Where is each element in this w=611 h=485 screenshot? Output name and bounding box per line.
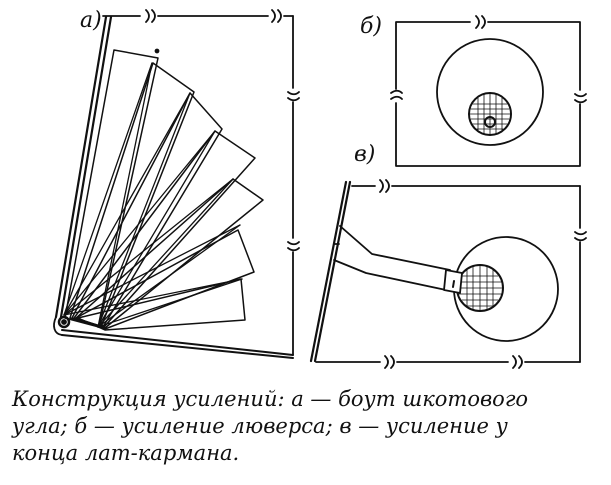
panel-a-luff (54, 15, 113, 319)
caption-line-2: угла; б — усиление люверса; в — усиление… (12, 414, 508, 438)
fan-layer-5 (75, 178, 264, 329)
panel-b-label: б) (360, 14, 383, 39)
panel-v-right-edge (574, 185, 587, 363)
patch-circle-b (436, 38, 544, 146)
panel-a-right-edge (287, 15, 300, 356)
panel-b-outline (390, 15, 587, 167)
grommet-b-hole (484, 116, 496, 128)
fan-layer-7 (77, 278, 246, 331)
fan-radial-lines (63, 62, 243, 328)
panel-v-bottom-edge (315, 355, 581, 369)
diagram-svg (53, 9, 587, 369)
figure: а) б) в) (53, 8, 587, 369)
batten-pocket (333, 225, 451, 291)
panel-a-dot (154, 48, 160, 54)
panel-a-foot (61, 329, 294, 359)
panel-a-clew-corner (53, 316, 63, 336)
panel-a-top-edge (102, 9, 294, 23)
panel-v-top-edge (351, 179, 581, 193)
fan-layer-6 (75, 229, 255, 330)
panel-a-drawing (53, 9, 300, 359)
cringle-icon (57, 315, 71, 329)
figure-caption: Конструкция усилений: а — боут шкотового… (12, 386, 602, 467)
grommet-b-hatch (469, 92, 511, 136)
panel-v-luff (309, 180, 352, 363)
panel-v-label: в) (354, 142, 376, 167)
panel-v-drawing (309, 179, 587, 369)
patch-circle-v (453, 236, 559, 342)
panel-a-label: а) (80, 8, 102, 33)
panel-b-drawing (390, 15, 587, 167)
caption-line-1: Конструкция усилений: а — боут шкотового (12, 387, 529, 411)
fan-layers (64, 49, 264, 331)
grommet-v-hatch (457, 264, 503, 312)
caption-line-3: конца лат-кармана. (12, 441, 240, 465)
